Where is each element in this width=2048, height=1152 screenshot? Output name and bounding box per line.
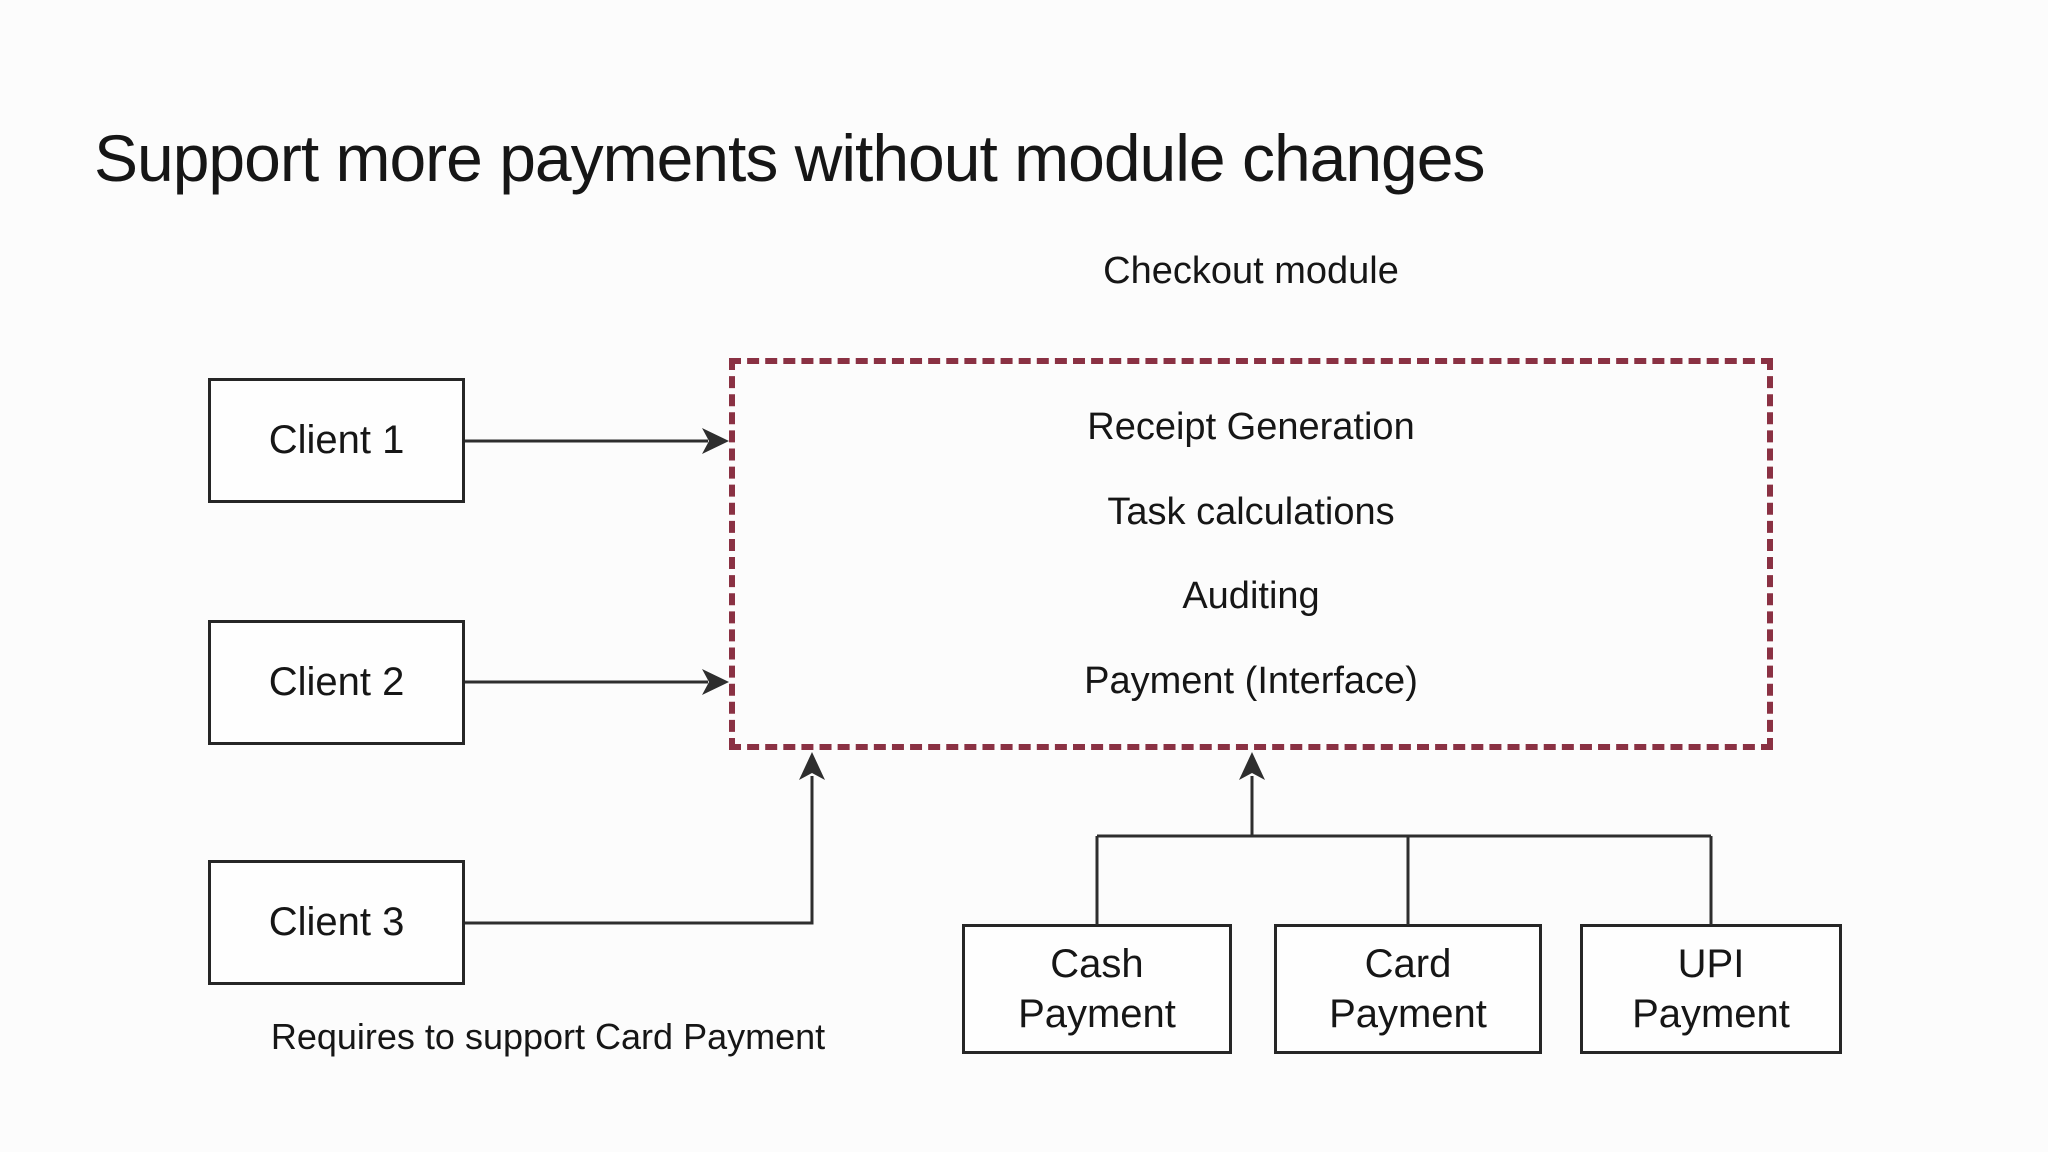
slide-title: Support more payments without module cha… bbox=[94, 121, 1485, 195]
cash-payment-label: Cash Payment bbox=[1018, 942, 1176, 1036]
client3-to-module-arrow bbox=[465, 752, 825, 925]
card-payment-label: Card Payment bbox=[1329, 942, 1487, 1036]
checkout-module-box: Receipt Generation Task calculations Aud… bbox=[729, 358, 1773, 750]
cash-payment-box: Cash Payment bbox=[962, 924, 1232, 1054]
client2-to-module-arrow bbox=[465, 669, 729, 695]
upi-payment-label: UPI Payment bbox=[1632, 942, 1790, 1036]
upi-payment-box: UPI Payment bbox=[1580, 924, 1842, 1054]
client-3-box: Client 3 bbox=[208, 860, 465, 985]
module-item-task-calculations: Task calculations bbox=[1107, 490, 1395, 533]
client1-to-module-arrow bbox=[465, 428, 729, 454]
payments-to-module-connector bbox=[1095, 752, 1713, 925]
checkout-module-label: Checkout module bbox=[1103, 250, 1399, 292]
module-item-payment-interface: Payment (Interface) bbox=[1084, 660, 1418, 703]
client-2-box: Client 2 bbox=[208, 620, 465, 745]
client-2-label: Client 2 bbox=[268, 660, 405, 704]
client-3-label: Client 3 bbox=[268, 900, 405, 944]
note-text: Requires to support Card Payment bbox=[270, 1016, 826, 1057]
client-1-label: Client 1 bbox=[268, 418, 405, 462]
client-1-box: Client 1 bbox=[208, 378, 465, 503]
module-item-receipt-generation: Receipt Generation bbox=[1087, 405, 1415, 448]
card-payment-box: Card Payment bbox=[1274, 924, 1542, 1054]
module-item-auditing: Auditing bbox=[1182, 575, 1320, 618]
